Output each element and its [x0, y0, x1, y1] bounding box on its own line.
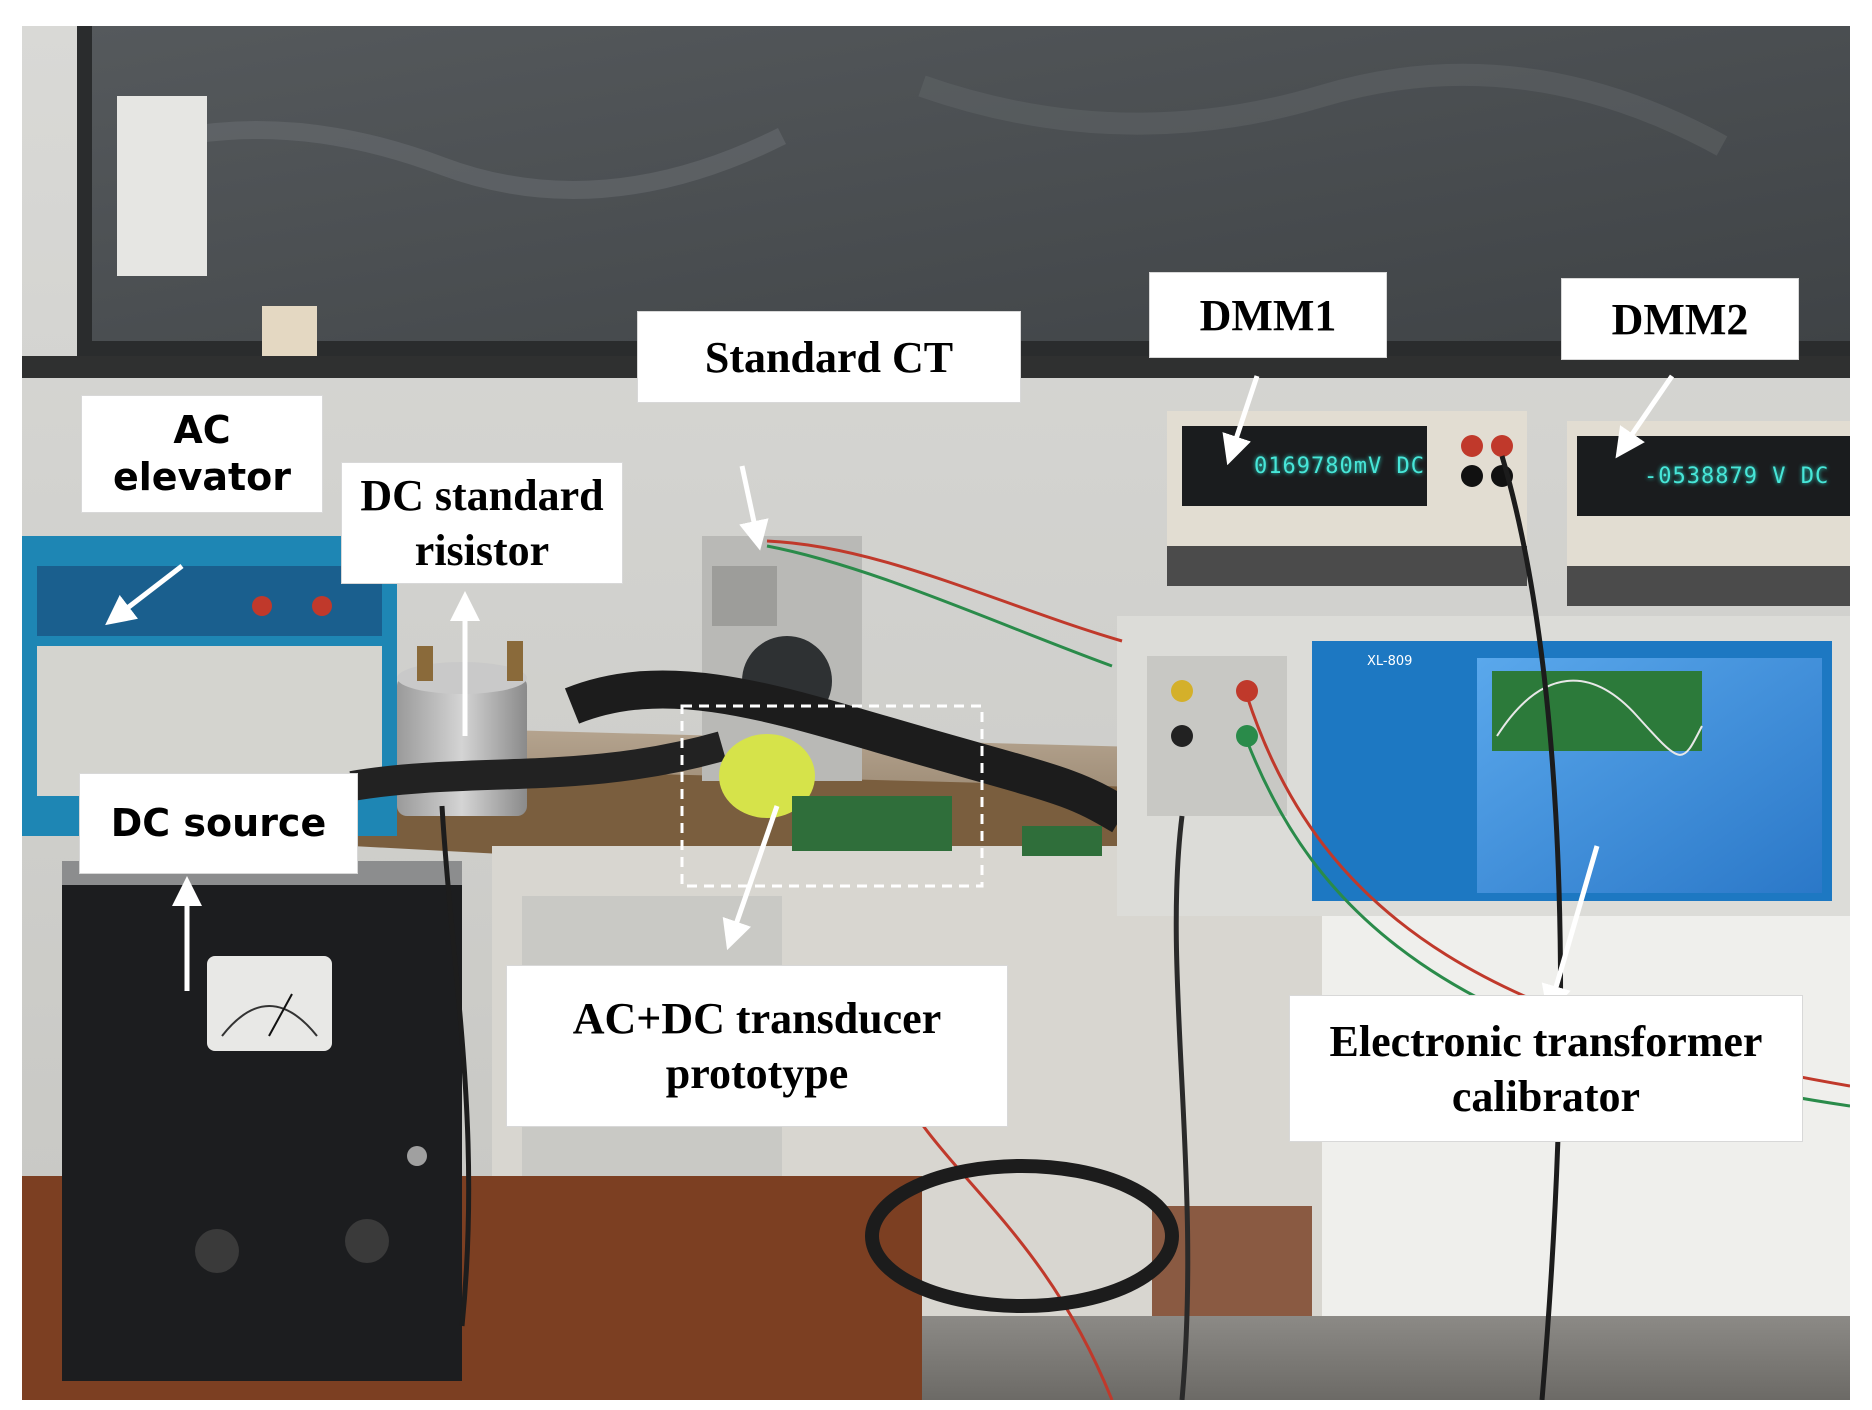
dmm2-arrow [1615, 374, 1675, 459]
calibrator-arrow [1541, 845, 1600, 1016]
dmm1-display: 0169780mV DC [1254, 454, 1425, 479]
label-ac-elevator: AC elevator [82, 396, 322, 512]
lab-photo: 0169780mV DC -0538879 V DC XL-809 AC ele… [22, 26, 1850, 1400]
label-dc-source: DC source [80, 774, 357, 873]
calibrator-model-text: XL-809 [1367, 654, 1413, 669]
transducer-arrow [722, 805, 780, 951]
dmm2-display: -0538879 V DC [1644, 464, 1830, 489]
standard-ct-arrow [739, 465, 769, 551]
label-electronic-transformer-calibrator: Electronic transformer calibrator [1290, 996, 1802, 1141]
dmm1-arrow [1222, 375, 1260, 466]
ac-elevator-arrow [105, 564, 184, 626]
label-transducer-prototype: AC+DC transducer prototype [507, 966, 1007, 1126]
lab-scene-drawing [22, 26, 1850, 1400]
label-dmm2: DMM2 [1562, 279, 1798, 359]
label-standard-ct: Standard CT [638, 312, 1020, 402]
label-dmm1: DMM1 [1150, 273, 1386, 357]
label-dc-standard-resistor: DC standard risistor [342, 463, 622, 583]
